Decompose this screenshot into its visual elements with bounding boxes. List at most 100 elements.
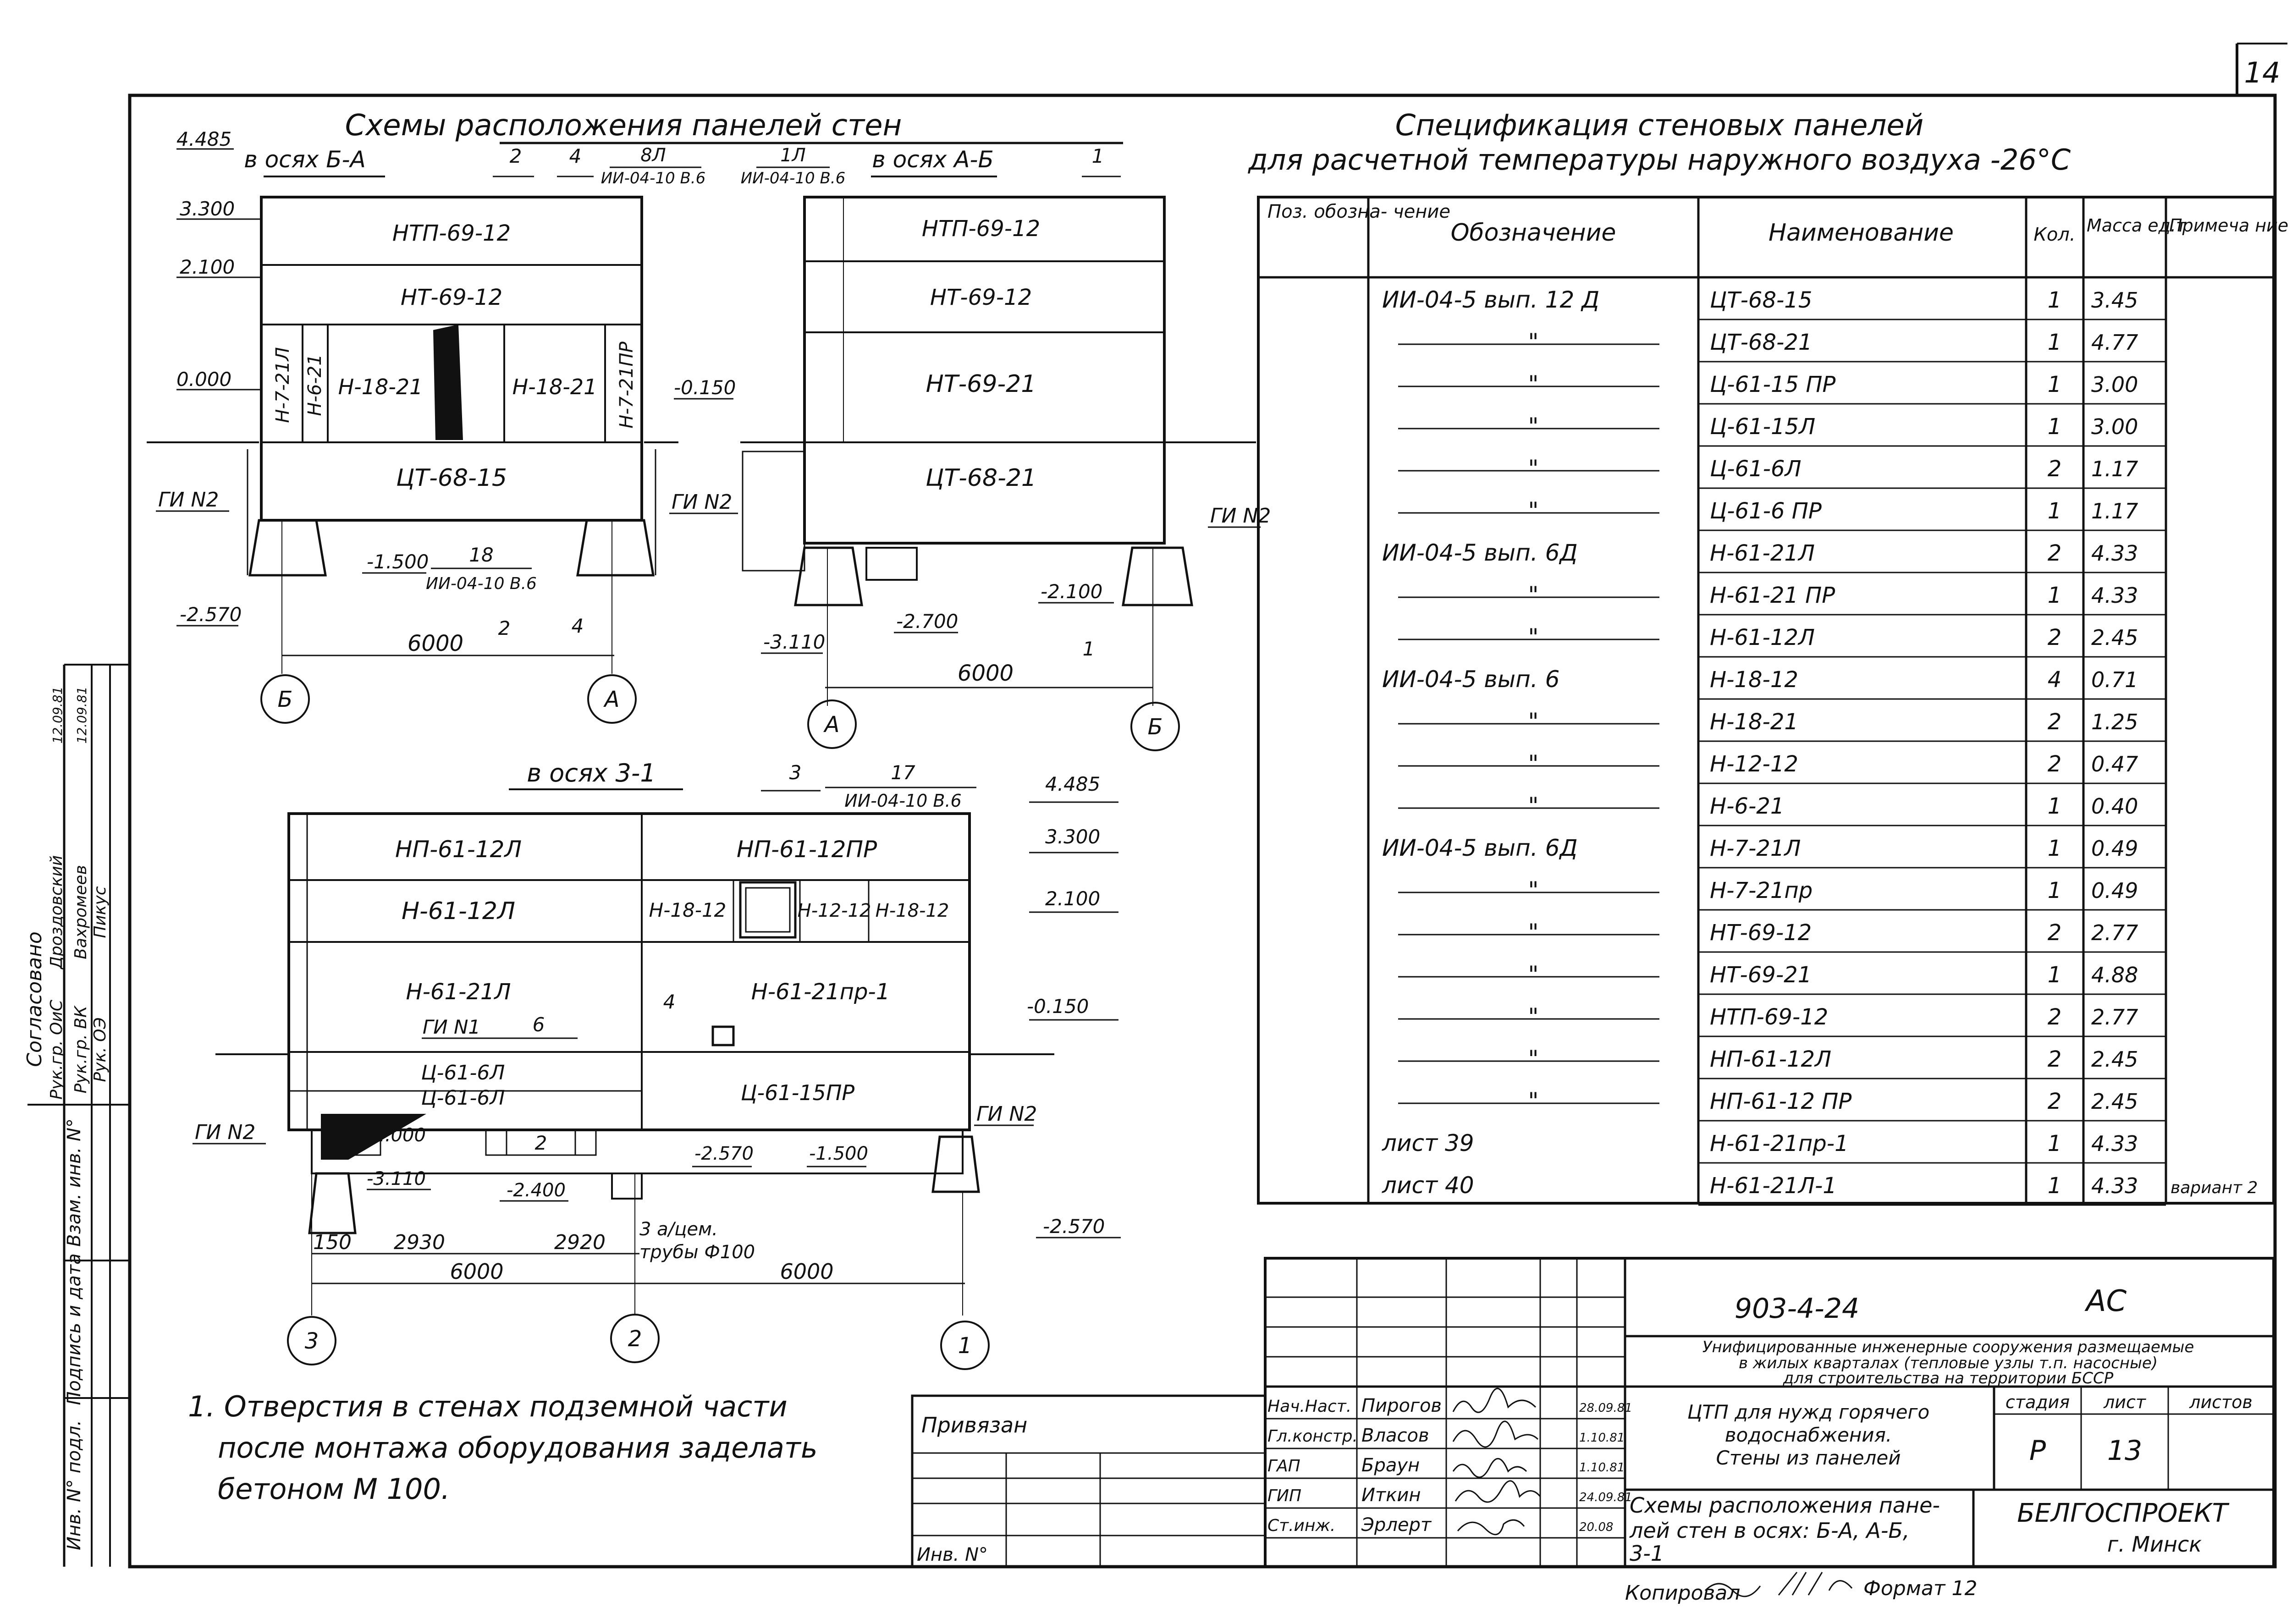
spec-cell-mass: 4.33: [2091, 541, 2138, 566]
s31-footing-left: [308, 1172, 357, 1234]
spec-cell-mass: 2.77: [2091, 1005, 2138, 1029]
cut-2-label: 2: [510, 145, 522, 167]
ba-gi: ГИ N2: [158, 488, 219, 512]
spec-cell-designation: ": [1528, 1088, 1539, 1114]
spec-cell-name: Н-61-21пр-1: [1710, 1131, 1849, 1156]
ba-panel-n6: Н-6-21: [304, 354, 325, 416]
spec-cell-note: вариант 2: [2171, 1178, 2258, 1197]
tb-role-1: Нач.Наст.: [1267, 1397, 1351, 1416]
scheme-b-a: в осях Б-А НТП-69-12 НТ-69-12 Н-7-21Л Н-…: [147, 128, 736, 724]
tb-name-3: Браун: [1361, 1455, 1420, 1476]
spec-cell-designation: ": [1528, 750, 1539, 777]
tb-name-4: Иткин: [1361, 1485, 1421, 1506]
spec-cell-name: НП-61-12Л: [1710, 1046, 1831, 1072]
s31-mark-4: 4: [663, 991, 676, 1013]
spec-cell-qty: 2: [2048, 1004, 2062, 1030]
footer-format: Формат 12: [1863, 1577, 1978, 1600]
ba-level-0150: -0.150: [674, 376, 736, 399]
tb-obj-2: водоснабжения.: [1725, 1424, 1892, 1446]
ba-panel-n18b: Н-18-21: [512, 374, 597, 399]
spec-cell-name: Н-7-21пр: [1710, 878, 1813, 903]
ab-panel-nt12: НТ-69-12: [930, 285, 1032, 310]
spec-cell-mass: 4.77: [2091, 330, 2138, 355]
spec-cell-designation: лист 39: [1382, 1130, 1474, 1156]
ab-level-2700: -2.700: [896, 610, 958, 633]
tb-desc-3: для строительства на территории БССР: [1783, 1369, 2114, 1387]
spec-cell-designation: ": [1528, 455, 1539, 482]
scheme-3-1: в осях 3-1 3 17 ИИ-04-10 В.6 НП-61-12Л Н…: [193, 759, 1121, 1370]
spec-cell-mass: 4.33: [2091, 1131, 2138, 1156]
s31-gin1-num: 6: [533, 1013, 545, 1036]
spec-hdr-pos: Поз. обозна- чение: [1267, 201, 1450, 222]
ba-level-1500: -1.500: [367, 551, 429, 573]
s31-gi-left: ГИ N2: [195, 1121, 255, 1144]
ba-axis-a-circle: [587, 674, 637, 724]
s31-level-4485: 4.485: [1045, 773, 1100, 795]
s31-gi-right: ГИ N2: [976, 1102, 1037, 1126]
spec-cell-name: НТ-69-21: [1710, 962, 1812, 988]
spec-hdr-qty: Кол.: [2033, 224, 2075, 245]
tb-stage: Р: [2029, 1435, 2046, 1467]
spec-cell-designation: ИИ-04-5 вып. 6Д: [1382, 539, 1578, 566]
spec-hdr-designation: Обозначение: [1451, 219, 1616, 247]
title-block: 903-4-24 АС Унифицированные инженерные с…: [911, 1257, 2275, 1568]
s31-panel-n61-21l: Н-61-21Л: [406, 979, 511, 1005]
tb-sheet: 13: [2107, 1435, 2142, 1467]
soglasovano-label: Согласовано: [23, 931, 46, 1067]
spec-cell-designation: лист 40: [1382, 1172, 1474, 1199]
spec-cell-mass: 1.25: [2091, 710, 2138, 734]
vzam-label: Взам. инв. N°: [64, 1118, 85, 1247]
s31-panel-np-l: НП-61-12Л: [395, 836, 522, 863]
spec-cell-designation: ": [1528, 329, 1539, 355]
note-line-1: 1. Отверстия в стенах подземной части: [188, 1390, 788, 1423]
spec-cell-designation: ": [1528, 371, 1539, 397]
s31-panel-n18-a: Н-18-12: [649, 899, 727, 921]
s31-dim-2930: 2930: [394, 1231, 445, 1254]
tb-date-4: 24.09.81: [1579, 1491, 1632, 1504]
spec-subtitle: для расчетной температуры наружного возд…: [1248, 143, 2071, 176]
spec-cell-name: Ц-61-15 ПР: [1710, 372, 1835, 397]
spec-cell-qty: 2: [2048, 540, 2062, 566]
scheme-ab-caption: в осях А-Б: [872, 146, 994, 173]
spec-cell-designation: ИИ-04-5 вып. 12 Д: [1382, 286, 1599, 313]
tb-dwg-2: лей стен в осях: Б-А, А-Б,: [1629, 1518, 1910, 1543]
spec-cell-mass: 2.45: [2091, 1089, 2138, 1114]
spec-cell-mass: 3.00: [2091, 414, 2138, 439]
cut-8-num: 8Л: [640, 145, 666, 166]
spec-cell-name: НП-61-12 ПР: [1710, 1089, 1851, 1114]
spec-cell-qty: 2: [2048, 456, 2062, 482]
spec-cell-designation: ": [1528, 793, 1539, 819]
spec-cell-mass: 0.47: [2091, 752, 2138, 776]
s31-level-1500: -1.500: [809, 1143, 868, 1164]
spec-cell-mass: 0.40: [2091, 794, 2138, 819]
s31-axis-2: 2: [628, 1326, 642, 1352]
scheme-a-b: в осях А-Б НТП-69-12 НТ-69-12 НТ-69-21 Ц…: [669, 146, 1271, 751]
s31-panel-n61-12l: Н-61-12Л: [402, 897, 515, 925]
tb-name-1: Пирогов: [1361, 1395, 1442, 1416]
spec-cell-name: Н-7-21Л: [1710, 836, 1801, 861]
ab-left-hatch: [742, 451, 805, 572]
spec-cell-name: ЦТ-68-15: [1710, 287, 1812, 313]
ba-level-0000: 0.000: [176, 368, 231, 391]
spec-cell-name: Н-18-21: [1710, 709, 1798, 735]
spec-cell-qty: 2: [2048, 1089, 2062, 1114]
tb-date-5: 20.08: [1579, 1520, 1613, 1534]
cut-1l-text: ИИ-04-10 В.6: [741, 169, 846, 187]
ab-gi-right: ГИ N2: [1210, 504, 1271, 528]
wall-opening-fill: [433, 325, 463, 440]
sheet-number: 14: [2244, 56, 2281, 89]
ba-dimension: 6000: [408, 631, 463, 656]
cut-4-label: 4: [569, 145, 582, 167]
s31-ref-17-num: 17: [891, 761, 915, 784]
ab-footing-mid: [865, 547, 918, 581]
ab-panel-ct: ЦТ-68-21: [926, 464, 1036, 492]
s31-mark-4-box: [711, 1025, 735, 1046]
spec-cell-qty: 1: [2048, 1173, 2062, 1199]
tb-signature-4: [1455, 1480, 1541, 1503]
approval-name-2: Вахромеев: [72, 865, 90, 959]
ab-panel-ntp: НТП-69-12: [922, 216, 1040, 242]
spec-cell-name: Ц-61-6 ПР: [1710, 498, 1822, 524]
ab-dimension: 6000: [958, 661, 1014, 686]
s31-cut-3: 3: [789, 761, 802, 784]
ab-footing-left: [794, 546, 863, 606]
